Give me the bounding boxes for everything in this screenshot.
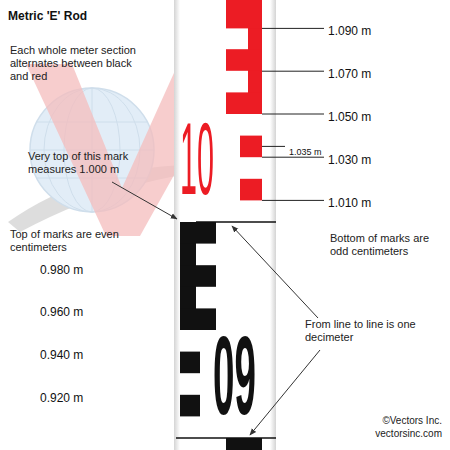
red-e-mark — [226, 0, 262, 200]
leader-line — [262, 71, 324, 72]
scale-value: 1.070 m — [328, 67, 371, 81]
callout-arrow — [232, 226, 318, 318]
leader-line — [262, 146, 285, 147]
e-arm — [180, 308, 216, 330]
diagram-title-holder: Metric 'E' Rod — [8, 6, 87, 24]
scale-value-holder: 0.980 m — [40, 260, 83, 278]
rod-number: 09 — [213, 336, 256, 416]
note-text: Each whole meter section alternates betw… — [10, 44, 138, 84]
scale-value: 0.980 m — [40, 263, 83, 277]
scale-value: 1.035 m — [289, 147, 322, 158]
decimeter-line — [196, 221, 276, 223]
scale-value-holder: 1.010 m — [328, 193, 371, 211]
copyright-text-holder: vectorsinc.com — [375, 423, 442, 441]
scale-value-holder: 0.960 m — [40, 302, 83, 320]
next-mark — [226, 438, 262, 450]
callout-arrow — [250, 350, 320, 435]
cm-square — [240, 179, 262, 201]
copyright-text: vectorsinc.com — [375, 428, 442, 440]
rod-edge — [174, 0, 180, 450]
scale-value-holder: 1.070 m — [328, 64, 371, 82]
scale-value: 0.920 m — [40, 391, 83, 405]
e-arm — [180, 222, 216, 244]
scale-value: 1.010 m — [328, 196, 371, 210]
cm-square — [180, 395, 200, 417]
e-arm — [180, 265, 216, 287]
scale-value-holder: 1.030 m — [328, 150, 371, 168]
callout-note-holder: From line to line is one decimeter — [305, 318, 445, 344]
scale-value-holder: 0.920 m — [40, 388, 83, 406]
cm-square — [180, 352, 200, 374]
diagram-title: Metric 'E' Rod — [8, 9, 87, 23]
rod-number-holder: 10 — [180, 122, 225, 154]
rod-number: 10 — [180, 122, 214, 196]
scale-value-holder: 1.090 m — [328, 21, 371, 39]
scale-value: 0.940 m — [40, 348, 83, 362]
cm-square — [240, 136, 262, 158]
scale-value-holder: 1.050 m — [328, 107, 371, 125]
e-arm — [226, 0, 262, 28]
rod-edge — [270, 0, 276, 450]
leader-lines — [262, 28, 324, 200]
note-text-holder: Each whole meter section alternates betw… — [10, 44, 138, 84]
decimeter-line — [176, 437, 276, 439]
scale-value: 1.090 m — [328, 24, 371, 38]
callout-arrow — [112, 182, 177, 219]
rod-body — [174, 0, 276, 450]
scale-value: 1.030 m — [328, 153, 371, 167]
copyright-text-holder: ©Vectors Inc. — [382, 410, 442, 428]
leader-line — [262, 114, 324, 115]
note-text-holder: Bottom of marks are odd centimeters — [330, 232, 442, 258]
callout-note: Very top of this mark measures 1.000 m — [28, 150, 168, 176]
note-text: Top of marks are even centimeters — [10, 228, 140, 254]
scale-value-holder: 1.035 m — [289, 141, 322, 159]
e-arm — [226, 49, 262, 71]
black-e-mark — [180, 222, 262, 450]
copyright-text: ©Vectors Inc. — [382, 415, 442, 427]
scale-value-holder: 0.940 m — [40, 345, 83, 363]
callout-arrows — [112, 182, 320, 435]
e-arm — [226, 92, 262, 114]
leader-line — [262, 200, 324, 201]
rod-number-holder: 09 — [213, 336, 258, 368]
callout-note: From line to line is one decimeter — [305, 318, 445, 344]
scale-value: 1.050 m — [328, 110, 371, 124]
leader-line — [262, 28, 324, 29]
callout-note-holder: Very top of this mark measures 1.000 m — [28, 150, 168, 176]
scale-value: 0.960 m — [40, 305, 83, 319]
note-text: Bottom of marks are odd centimeters — [330, 232, 442, 258]
note-text-holder: Top of marks are even centimeters — [10, 228, 140, 254]
